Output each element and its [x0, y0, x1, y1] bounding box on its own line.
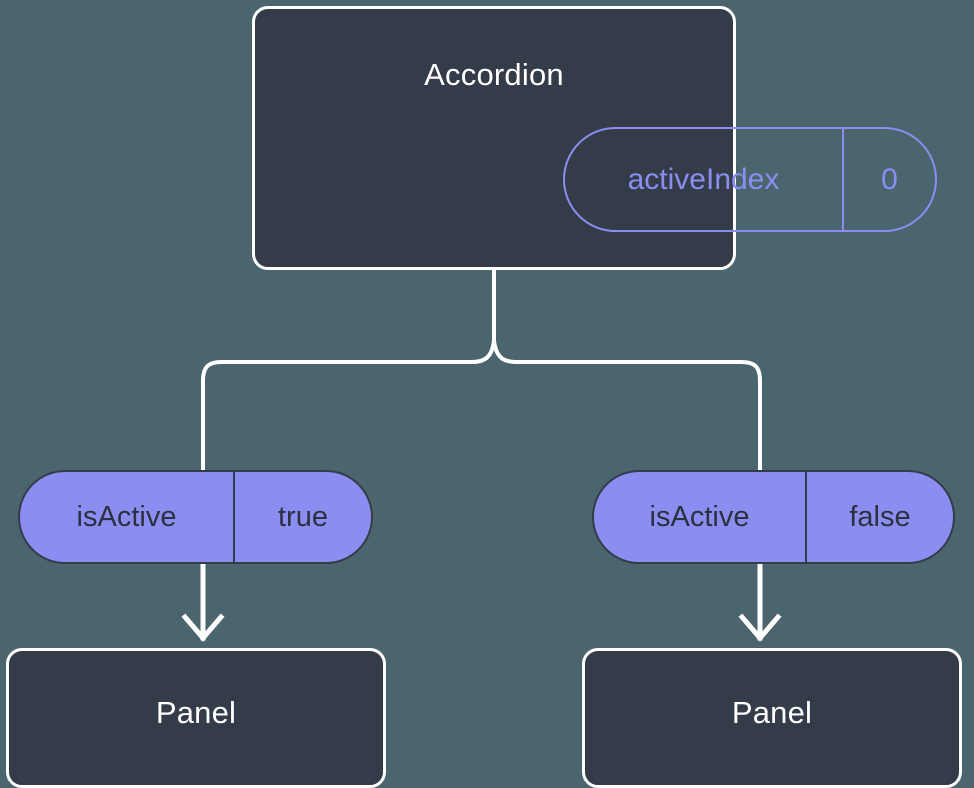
component-node-panel-left[interactable]: Panel: [6, 648, 386, 788]
prop-pill-value: true: [233, 472, 371, 562]
component-title-panel: Panel: [731, 695, 813, 730]
arrow-left: [181, 561, 225, 642]
prop-pill-isactive-true[interactable]: isActive true: [18, 470, 373, 564]
arrow-right: [738, 561, 782, 642]
component-node-accordion[interactable]: Accordion activeIndex 0: [252, 6, 937, 270]
state-pill-key: activeIndex: [627, 162, 780, 196]
connector-fork-right: [492, 340, 762, 474]
prop-pill-isactive-false[interactable]: isActive false: [592, 470, 955, 564]
prop-pill-key: isActive: [76, 500, 177, 533]
state-pill-value: 0: [842, 129, 935, 230]
state-pill-activeindex[interactable]: activeIndex 0: [563, 127, 937, 232]
component-title-panel: Panel: [155, 695, 237, 730]
diagram-canvas: Accordion activeIndex 0 isActive true is…: [6, 6, 962, 788]
component-title-accordion: Accordion: [424, 57, 564, 92]
component-node-panel-right[interactable]: Panel: [582, 648, 962, 788]
connector-fork-left: [201, 340, 496, 474]
prop-pill-key: isActive: [649, 500, 750, 533]
prop-pill-value: false: [805, 472, 953, 562]
